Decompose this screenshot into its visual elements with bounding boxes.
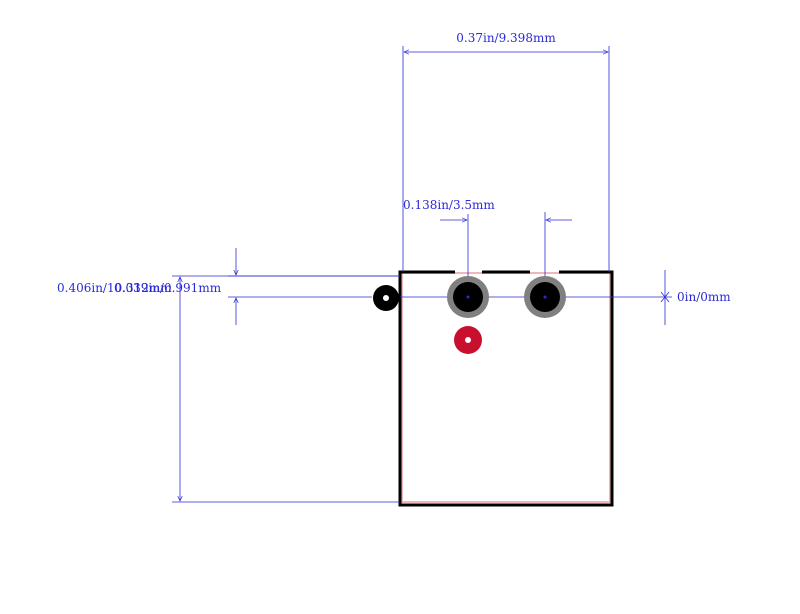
vertical-offset-label: 0in/0mm: [677, 290, 731, 304]
pad-2: [524, 276, 566, 318]
pad-center: [543, 295, 547, 299]
pad-center: [466, 295, 470, 299]
pin-row-offset-label: 0.039in/0.991mm: [114, 281, 222, 295]
polarity-marker: [454, 326, 482, 354]
origin-marker: [373, 285, 399, 311]
dimension-pin-pitch: 0.138in/3.5mm: [403, 198, 572, 297]
origin-hole: [383, 295, 389, 301]
courtyard-outline: [401, 272, 611, 503]
overall-width-label: 0.37in/9.398mm: [456, 31, 556, 45]
dimension-overall-height: 0.406in/10.312mm: [57, 275, 400, 503]
pad-1: [447, 276, 489, 318]
polarity-hole: [465, 337, 471, 343]
overall-height-label: 0.406in/10.312mm: [57, 281, 172, 295]
component-body: [398, 270, 614, 507]
dimension-pin-row-offset: 0.039in/0.991mm: [114, 248, 400, 325]
silkscreen-outline: [398, 270, 614, 507]
offset-arrowheads: [660, 291, 670, 303]
dimension-overall-width: 0.37in/9.398mm: [402, 31, 610, 272]
pin-pitch-label: 0.138in/3.5mm: [403, 198, 495, 212]
